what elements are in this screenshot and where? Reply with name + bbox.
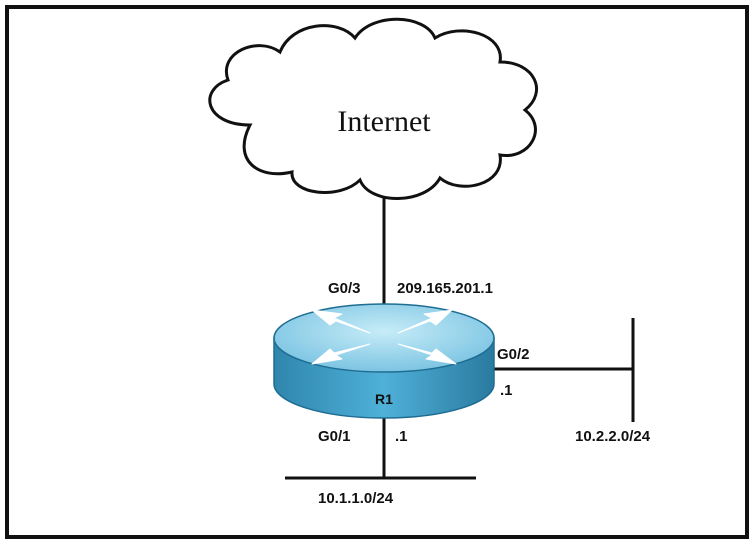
- g01-interface-label: G0/1: [318, 428, 351, 445]
- g03-interface-label: G0/3: [328, 280, 361, 297]
- lan1-network-label: 10.1.1.0/24: [318, 490, 394, 507]
- g02-address-label: .1: [500, 382, 513, 399]
- router-name: R1: [375, 391, 393, 407]
- g02-interface-label: G0/2: [497, 346, 530, 363]
- internet-cloud: [208, 17, 538, 200]
- lan2-network-label: 10.2.2.0/24: [575, 428, 651, 445]
- g01-address-label: .1: [395, 428, 408, 445]
- g03-address-label: 209.165.201.1: [397, 280, 493, 297]
- router-arrows-icon: [311, 309, 457, 365]
- router-r1: R1: [273, 303, 495, 419]
- cloud-label: Internet: [337, 105, 431, 138]
- router-top: [273, 303, 495, 373]
